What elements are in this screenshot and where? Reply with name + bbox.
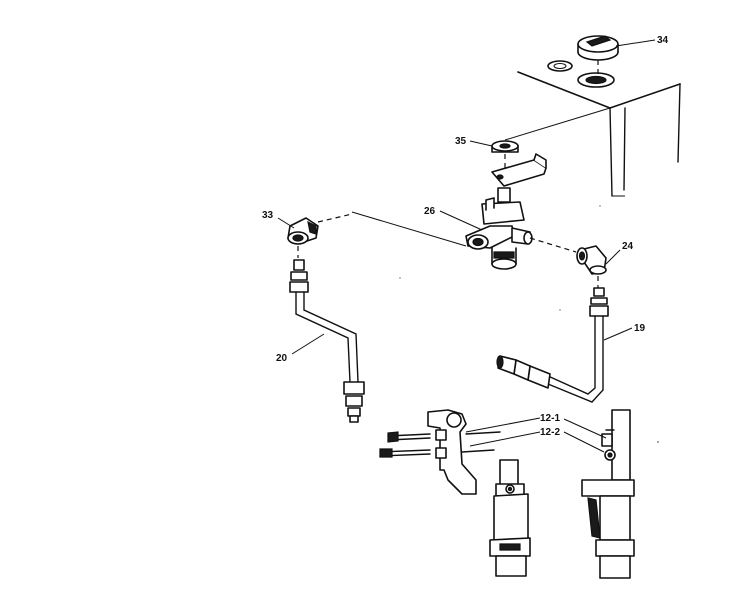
scan-specks (399, 205, 659, 443)
elbow-fitting-part-24 (576, 245, 621, 288)
callout-labels: 34 35 33 26 24 20 19 12-1 12-2 (262, 35, 669, 438)
callout-34: 34 (657, 35, 669, 46)
callout-33: 33 (262, 210, 274, 221)
callout-20: 20 (276, 353, 288, 364)
callout-19: 19 (634, 323, 646, 334)
knob-part-34 (577, 35, 656, 78)
callout-26: 26 (424, 206, 436, 217)
housing (517, 60, 681, 197)
callout-35: 35 (455, 136, 467, 147)
nut-part-35 (469, 107, 611, 190)
valve-bracket (491, 153, 547, 187)
pilot-assembly-side-view (563, 409, 635, 579)
elbow-fitting-part-33 (277, 211, 467, 258)
tube-part-19 (496, 287, 633, 403)
pilot-assembly-part-12 (379, 409, 541, 577)
callout-12-1: 12-1 (540, 413, 560, 424)
tube-part-20 (289, 259, 365, 423)
callout-24: 24 (622, 241, 634, 252)
gas-valve-part-26 (439, 187, 577, 270)
callout-12-2: 12-2 (540, 427, 560, 438)
